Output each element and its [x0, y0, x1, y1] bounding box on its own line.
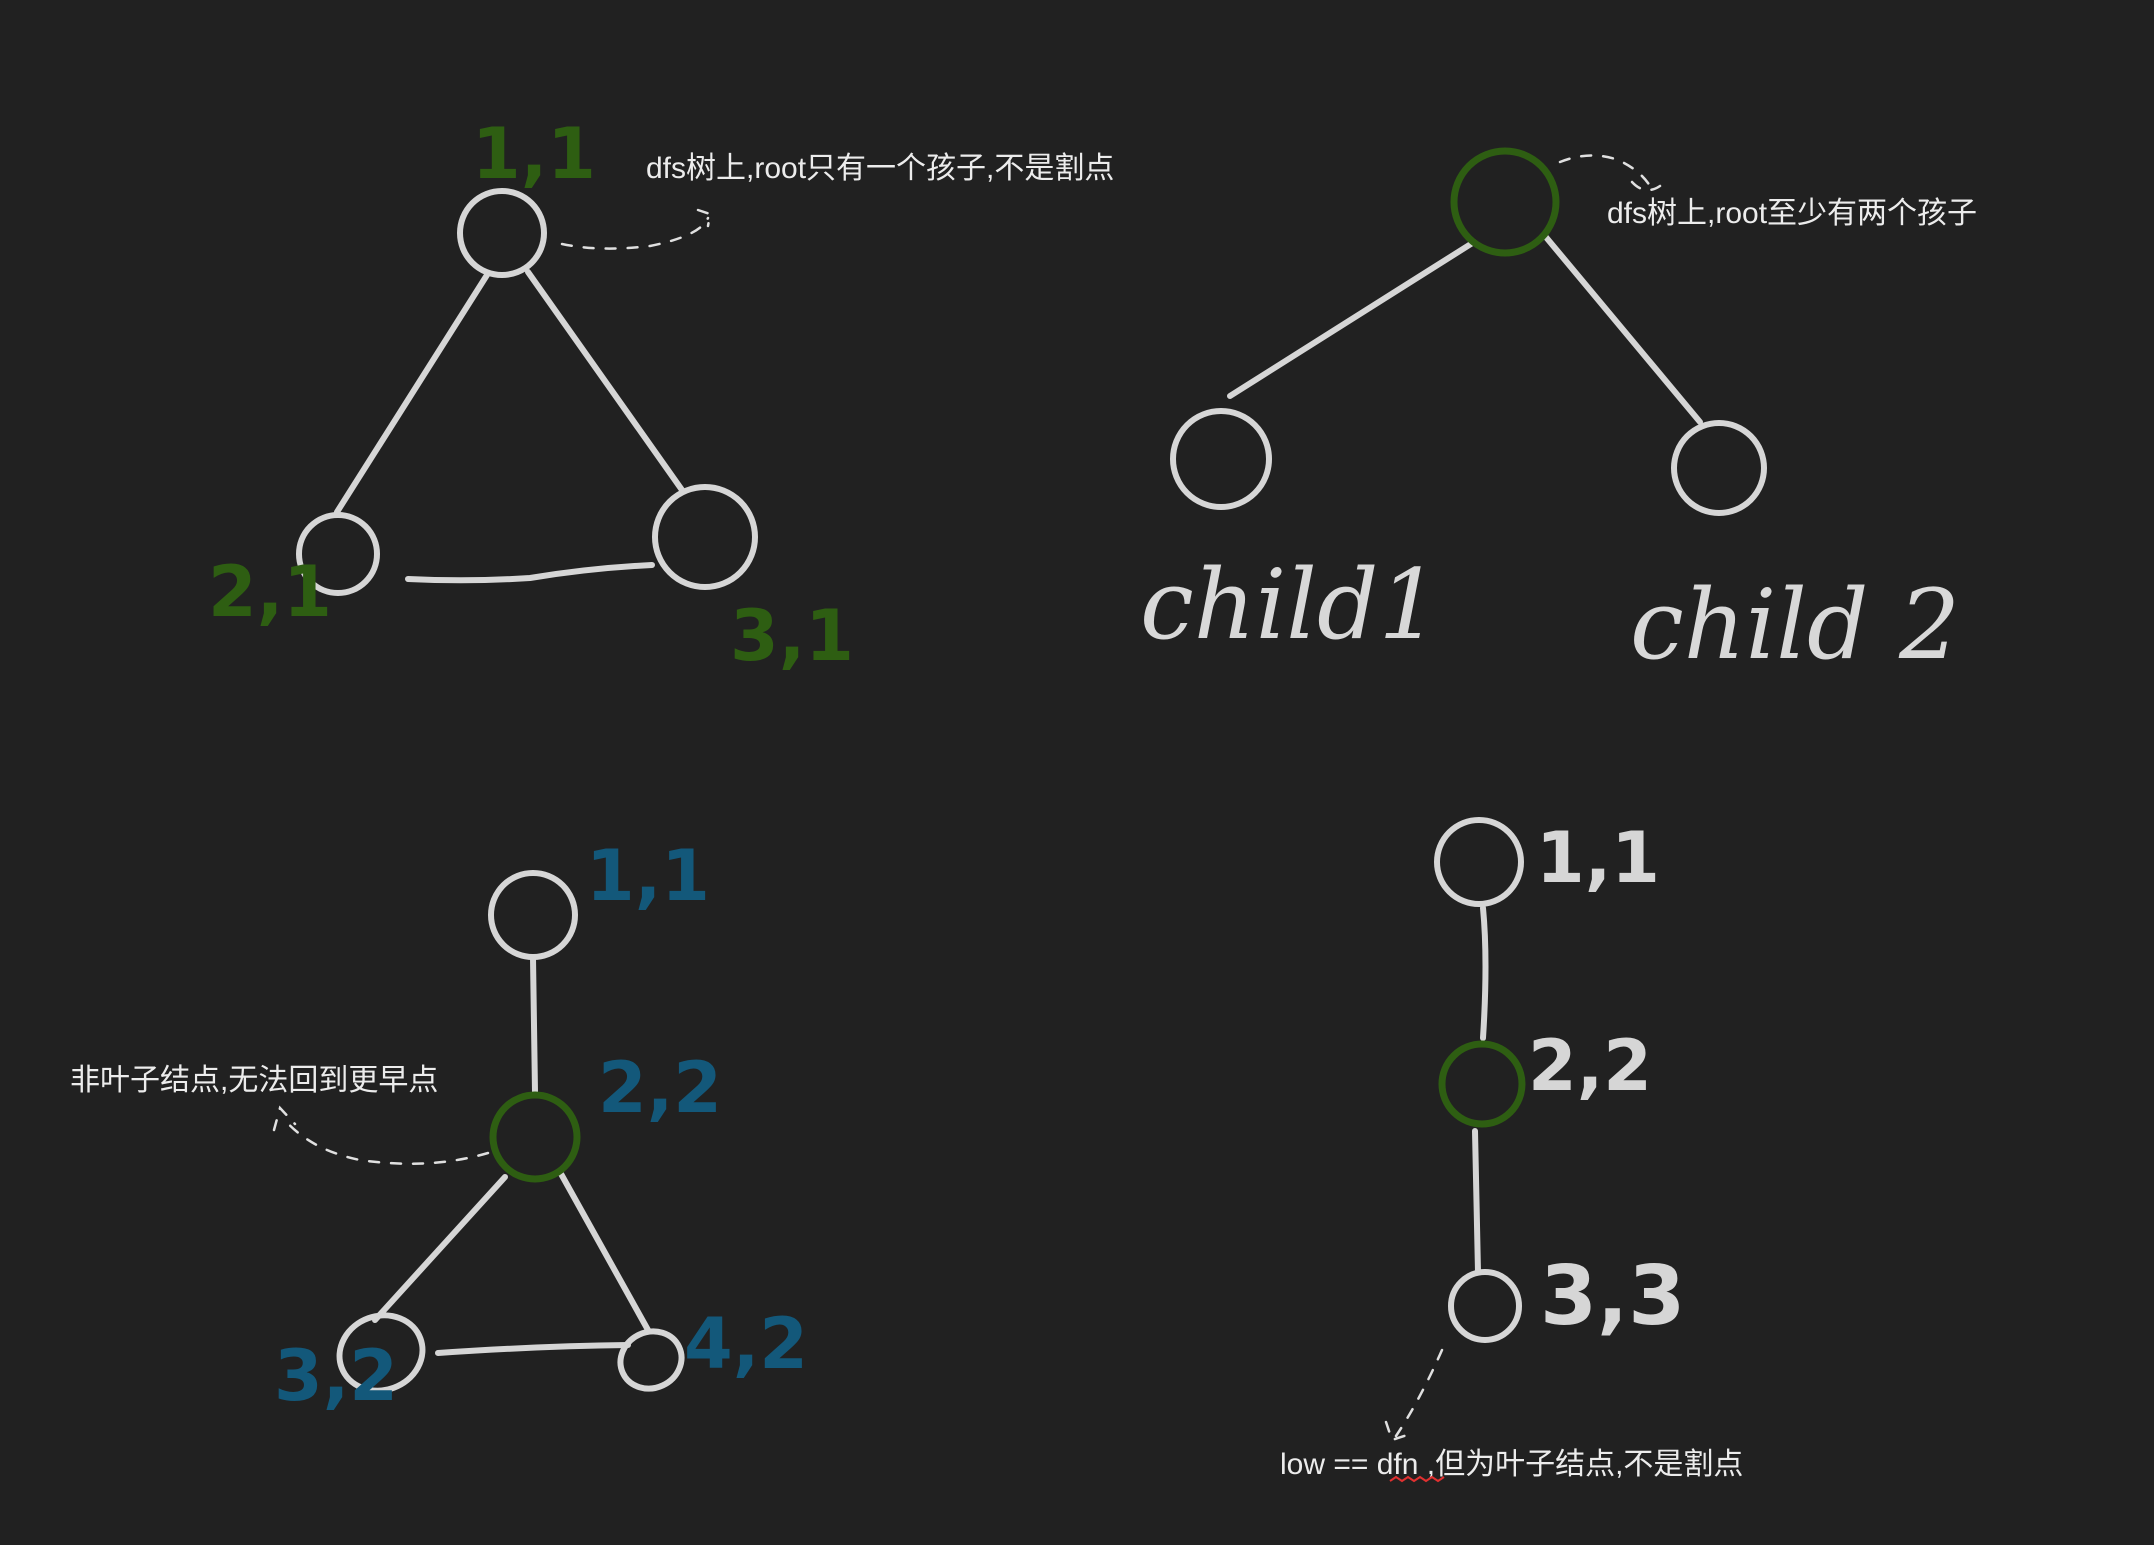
edge-root-right [525, 269, 685, 493]
node-1 [488, 870, 578, 960]
label-child2: child 2 [1630, 569, 1960, 681]
node-2-highlighted [489, 1091, 581, 1183]
panel-bottom-left: 非叶子结点,无法回到更早点 1,1 2,2 3,2 4,2 [70, 835, 808, 1417]
label-n4: 4,2 [684, 1303, 808, 1385]
label-root: 1,1 [472, 113, 596, 195]
node-root [457, 188, 547, 278]
edge-n2-n3 [1472, 1128, 1481, 1275]
edge-n2-n4 [557, 1169, 651, 1333]
node-root-highlighted [1450, 147, 1560, 257]
node-right [652, 484, 758, 590]
node-3 [336, 1312, 426, 1394]
edge-root-child2 [1542, 233, 1703, 425]
edge-root-left [334, 272, 490, 515]
label-child1: child1 [1140, 549, 1440, 661]
edge-n1-n2 [530, 955, 538, 1095]
spellcheck-underline [1389, 1475, 1445, 1483]
panel-top-right: dfs树上,root至少有两个孩子 child1 child 2 [1140, 147, 1977, 681]
node-2-highlighted [1438, 1040, 1526, 1128]
panel-top-left: 1,1 2,1 3,1 dfs树上,root只有一个孩子,不是割点 [208, 113, 1114, 677]
edge-left-right [405, 562, 655, 584]
edge-root-child1 [1227, 239, 1477, 399]
label-n3: 3,3 [1540, 1249, 1685, 1344]
edge-n3-n4 [435, 1342, 631, 1356]
node-4 [617, 1328, 685, 1392]
edge-n2-n3 [372, 1174, 508, 1323]
node-child2 [1671, 420, 1767, 516]
label-n3: 3,2 [274, 1335, 398, 1417]
node-child1 [1170, 408, 1272, 510]
node-1 [1434, 817, 1524, 907]
note-top-left: dfs树上,root只有一个孩子,不是割点 [646, 152, 1114, 185]
label-n2: 2,2 [598, 1047, 722, 1129]
dashed-arrow [560, 208, 712, 250]
note-top-right: dfs树上,root至少有两个孩子 [1607, 197, 1977, 230]
note-bottom-right: low == dfn ,但为叶子结点,不是割点 [1280, 1448, 1743, 1481]
node-3 [1448, 1269, 1522, 1343]
label-n1: 1,1 [586, 835, 710, 917]
panel-bottom-right: 1,1 2,2 3,3 low == dfn ,但为叶子结点,不是割点 [1280, 817, 1743, 1483]
node-left [296, 512, 380, 596]
dashed-arrow [1558, 154, 1662, 192]
label-right: 3,1 [730, 595, 854, 677]
label-n2: 2,2 [1528, 1025, 1652, 1107]
dashed-arrow [1384, 1348, 1444, 1442]
label-n1: 1,1 [1536, 817, 1660, 899]
label-left: 2,1 [208, 551, 332, 633]
edge-n1-n2 [1480, 905, 1489, 1041]
dashed-arrow [272, 1105, 490, 1165]
note-bottom-left: 非叶子结点,无法回到更早点 [70, 1064, 438, 1097]
